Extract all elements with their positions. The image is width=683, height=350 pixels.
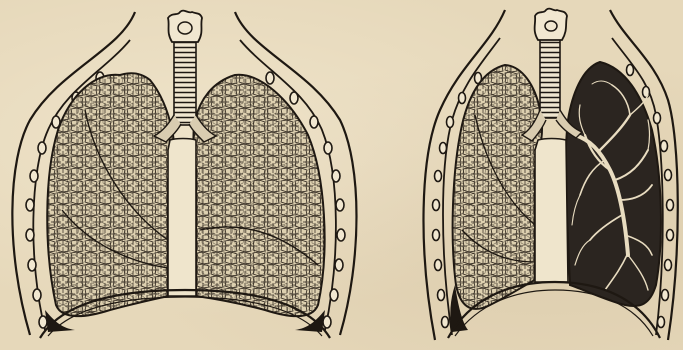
mediastinum-right-panel	[535, 139, 568, 283]
larynx-right-panel	[535, 9, 567, 40]
inflated-lungs-panel	[12, 11, 356, 338]
mediastinum-left-panel	[168, 139, 196, 297]
collapsed-lung-panel	[424, 9, 678, 340]
larynx-left-panel	[168, 11, 202, 42]
trachea-right-panel	[540, 38, 560, 118]
trachea-left-panel	[174, 40, 196, 125]
